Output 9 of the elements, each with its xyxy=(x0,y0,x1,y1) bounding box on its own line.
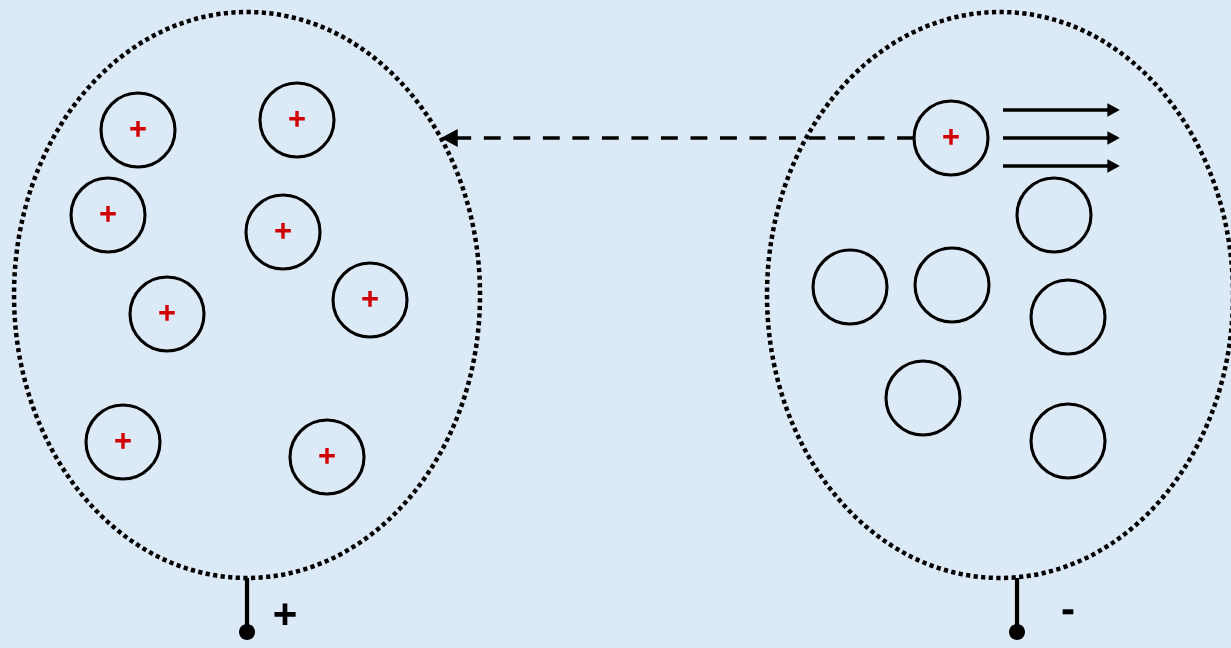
terminal-sign: - xyxy=(1062,609,1074,615)
terminal-sign: + xyxy=(274,603,296,626)
particle-circle xyxy=(1029,402,1107,480)
particle-circle xyxy=(1029,278,1107,356)
particle-circle xyxy=(1015,176,1093,254)
dotted-ellipse xyxy=(11,9,483,581)
particle-circle xyxy=(811,248,889,326)
particle-circle xyxy=(884,359,962,437)
particle-circle xyxy=(913,246,991,324)
